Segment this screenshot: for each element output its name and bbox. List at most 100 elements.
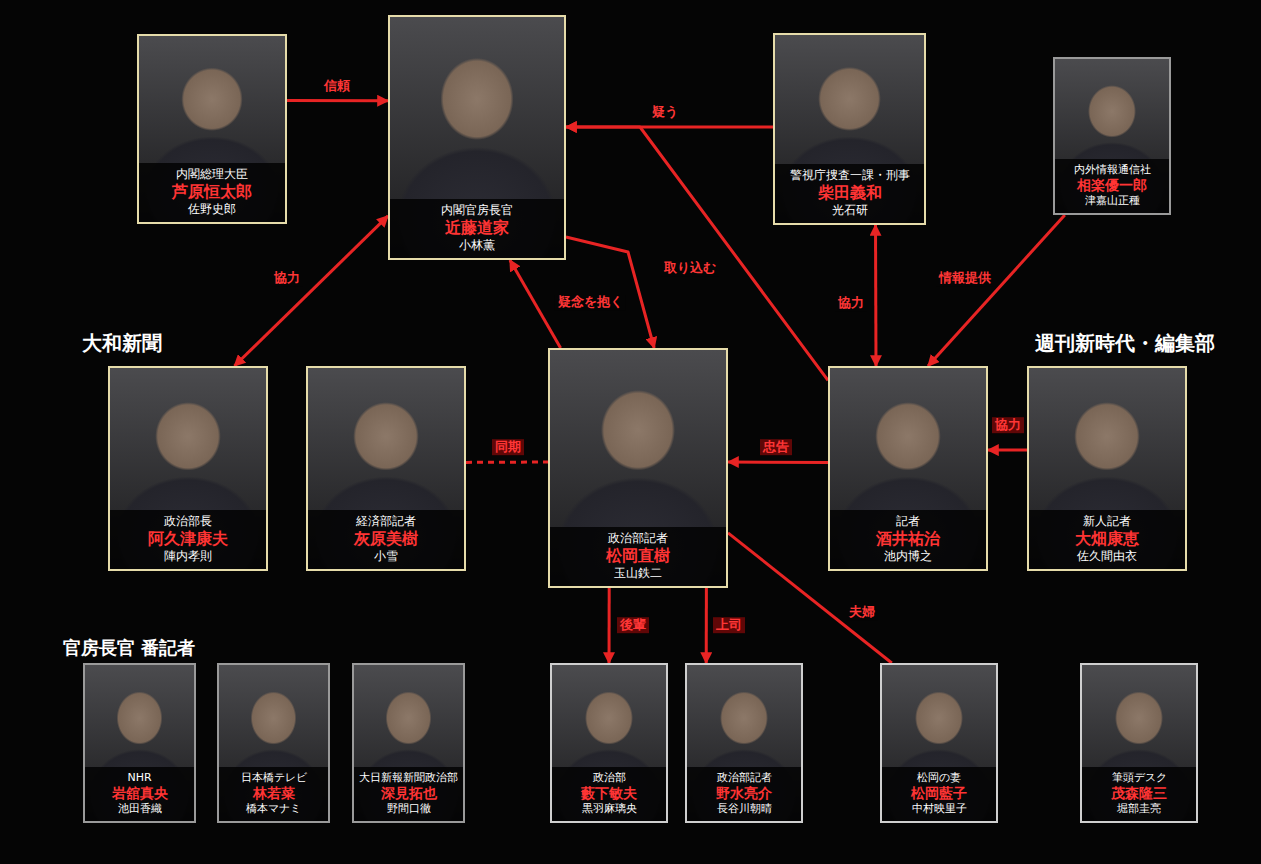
connector (728, 461, 828, 464)
actor-text: 玉山鉄二 (552, 566, 724, 581)
relation-label: 取り込む (661, 260, 719, 276)
character-card: 内閣官房長官近藤道家小林薫 (388, 15, 566, 260)
role-text: 警視庁捜査一課・刑事 (777, 168, 922, 183)
name-text: 林若菜 (221, 785, 326, 803)
group-heading: 週刊新時代・編集部 (1035, 331, 1215, 355)
relation-label: 夫婦 (846, 604, 878, 620)
actor-text: 長谷川朝晴 (689, 802, 799, 816)
name-text: 灰原美樹 (310, 529, 462, 549)
role-text: 政治部 (554, 771, 664, 785)
group-heading: 官房長官 番記者 (63, 637, 195, 659)
name-text: 松岡藍子 (884, 785, 994, 803)
role-text: 内外情報通信社 (1057, 163, 1167, 177)
actor-text: 池内博之 (832, 549, 984, 564)
name-text: 近藤道家 (392, 218, 562, 238)
relation-label: 後輩 (617, 617, 649, 633)
caption-band: 内閣総理大臣芦原恒太郎佐野史郎 (139, 163, 285, 222)
character-card: 政治部記者野水亮介長谷川朝晴 (685, 663, 803, 823)
actor-text: 佐久間由衣 (1031, 549, 1183, 564)
name-text: 柴田義和 (777, 183, 922, 203)
caption-band: 政治部記者野水亮介長谷川朝晴 (687, 767, 801, 821)
connector (510, 260, 561, 348)
actor-text: 池田香織 (87, 802, 192, 816)
caption-band: 内閣官房長官近藤道家小林薫 (390, 199, 564, 258)
connector (234, 216, 388, 366)
character-card: 日本橋テレビ林若菜橋本マナミ (217, 663, 330, 823)
relation-label: 同期 (492, 439, 524, 455)
panel-outline (72, 330, 828, 852)
relation-label: 情報提供 (936, 270, 994, 286)
character-card: 松岡の妻松岡藍子中村映里子 (880, 663, 998, 823)
character-card: 大日新報新聞政治部深見拓也野間口徹 (352, 663, 465, 823)
character-card: 警視庁捜査一課・刑事柴田義和光石研 (773, 33, 926, 225)
name-text: 藪下敏夫 (554, 785, 664, 803)
role-text: 内閣総理大臣 (141, 167, 283, 182)
role-text: 政治部記者 (689, 771, 799, 785)
name-text: 相楽優一郎 (1057, 177, 1167, 195)
name-text: 大畑康恵 (1031, 529, 1183, 549)
caption-band: 大日新報新聞政治部深見拓也野間口徹 (354, 767, 463, 821)
relation-label: 協力 (835, 295, 867, 311)
relation-label: 疑う (649, 104, 681, 120)
actor-text: 陣内孝則 (112, 549, 264, 564)
character-card: 経済部記者灰原美樹小雪 (306, 366, 466, 571)
connector (466, 461, 548, 464)
connector (566, 237, 654, 348)
relation-label: 協力 (992, 417, 1024, 433)
character-card: NHR岩舘真央池田香織 (83, 663, 196, 823)
name-text: 松岡直樹 (552, 546, 724, 566)
caption-band: 内外情報通信社相楽優一郎津嘉山正種 (1055, 159, 1169, 213)
actor-text: 小雪 (310, 549, 462, 564)
caption-band: 新人記者大畑康恵佐久間由衣 (1029, 510, 1185, 569)
actor-text: 光石研 (777, 203, 922, 218)
group-heading: 大和新聞 (82, 331, 162, 355)
caption-band: 松岡の妻松岡藍子中村映里子 (882, 767, 996, 821)
relation-label: 協力 (271, 270, 303, 286)
role-text: 政治部長 (112, 514, 264, 529)
character-card: 筆頭デスク茂森隆三堀部圭亮 (1080, 663, 1198, 823)
connector (874, 225, 878, 366)
name-text: 酒井祐治 (832, 529, 984, 549)
role-text: 記者 (832, 514, 984, 529)
actor-text: 津嘉山正種 (1057, 194, 1167, 208)
caption-band: 政治部記者松岡直樹玉山鉄二 (550, 527, 726, 586)
connector (608, 588, 611, 663)
actor-text: 小林薫 (392, 238, 562, 253)
role-text: 経済部記者 (310, 514, 462, 529)
caption-band: 経済部記者灰原美樹小雪 (308, 510, 464, 569)
group-panel: 週刊新時代・編集部記者酒井祐治池内博之新人記者大畑康恵佐久間由衣筆頭デスク茂森隆… (805, 330, 1225, 852)
connector (287, 99, 388, 102)
caption-band: 記者酒井祐治池内博之 (830, 510, 986, 569)
panel-outline (55, 635, 495, 852)
name-text: 阿久津康夫 (112, 529, 264, 549)
relation-label: 信頼 (321, 78, 353, 94)
role-text: 内閣官房長官 (392, 203, 562, 218)
connector (988, 449, 1027, 452)
actor-text: 黒羽麻璃央 (554, 802, 664, 816)
relation-label: 疑念を抱く (555, 294, 626, 310)
actor-text: 橋本マナミ (221, 802, 326, 816)
role-text: 政治部記者 (552, 531, 724, 546)
role-text: 松岡の妻 (884, 771, 994, 785)
character-card: 政治部記者松岡直樹玉山鉄二 (548, 348, 728, 588)
caption-band: NHR岩舘真央池田香織 (85, 767, 194, 821)
role-text: 日本橋テレビ (221, 771, 326, 785)
caption-band: 政治部藪下敏夫黒羽麻璃央 (552, 767, 666, 821)
caption-band: 日本橋テレビ林若菜橋本マナミ (219, 767, 328, 821)
caption-band: 筆頭デスク茂森隆三堀部圭亮 (1082, 767, 1196, 821)
role-text: 筆頭デスク (1084, 771, 1194, 785)
name-text: 茂森隆三 (1084, 785, 1194, 803)
character-card: 内閣総理大臣芦原恒太郎佐野史郎 (137, 34, 287, 224)
caption-band: 警視庁捜査一課・刑事柴田義和光石研 (775, 164, 924, 223)
group-panel: 官房長官 番記者NHR岩舘真央池田香織日本橋テレビ林若菜橋本マナミ大日新報新聞政… (55, 635, 495, 852)
actor-text: 佐野史郎 (141, 202, 283, 217)
relation-label: 上司 (713, 617, 745, 633)
name-text: 岩舘真央 (87, 785, 192, 803)
actor-text: 中村映里子 (884, 802, 994, 816)
role-text: 新人記者 (1031, 514, 1183, 529)
character-card: 政治部長阿久津康夫陣内孝則 (108, 366, 268, 571)
character-card: 政治部藪下敏夫黒羽麻璃央 (550, 663, 668, 823)
panel-outline (805, 330, 1225, 852)
character-card: 内外情報通信社相楽優一郎津嘉山正種 (1053, 57, 1171, 215)
